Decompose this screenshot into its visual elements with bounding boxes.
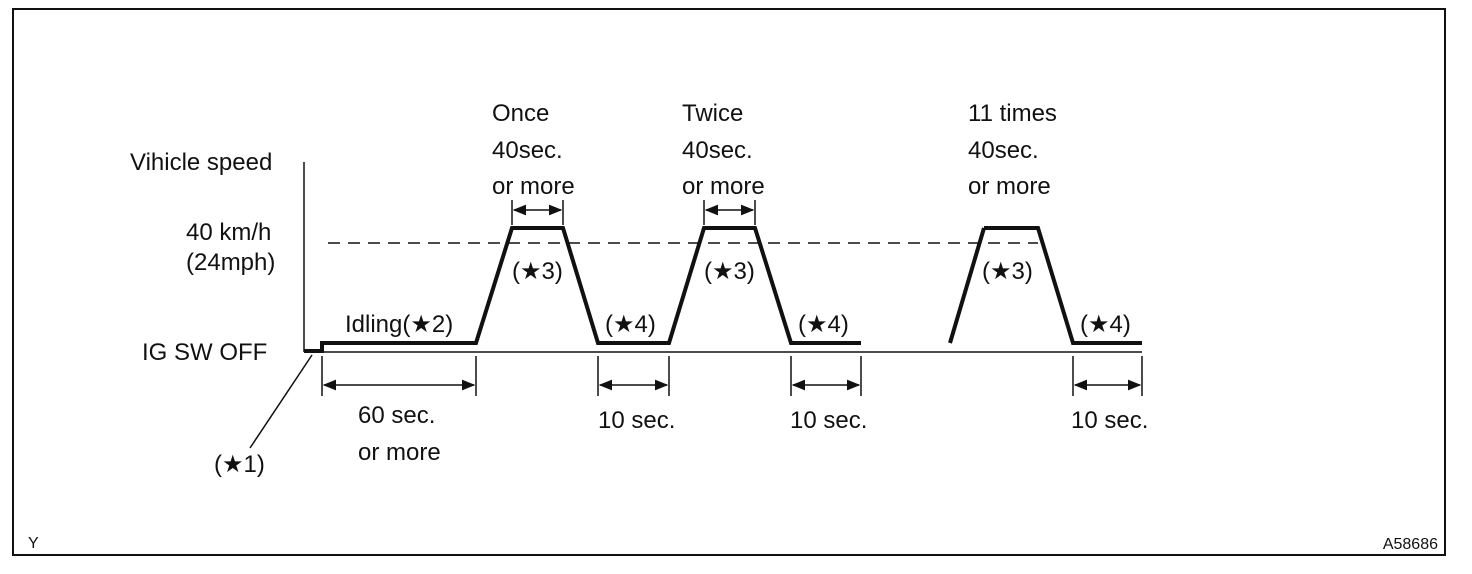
corner-label-left: Y — [28, 535, 39, 552]
cycle1-drive-marker: (★3) — [512, 258, 563, 285]
idle-duration-line1: 60 sec. — [358, 402, 435, 429]
cycle2-duration-line1: 40sec. — [682, 137, 753, 164]
idling-label: Idling(★2) — [345, 311, 453, 338]
figure-code: A58686 — [1383, 536, 1438, 553]
speed-profile-line-last — [984, 226, 1142, 345]
speed-label-line1: 40 km/h — [186, 219, 271, 246]
cycle3-count: 11 times — [968, 100, 1057, 127]
cycle2-rest-marker: (★4) — [798, 311, 849, 338]
cycle1-rest-marker: (★4) — [605, 311, 656, 338]
y-axis-label: Vihicle speed — [130, 149, 272, 176]
cycle3-rest-marker: (★4) — [1080, 311, 1131, 338]
cycle2-duration-line2: or more — [682, 173, 765, 200]
cycle1-duration-line2: or more — [492, 173, 575, 200]
cycle3-drive-marker: (★3) — [982, 258, 1033, 285]
diagram-frame — [12, 8, 1446, 556]
cycle2-count: Twice — [682, 100, 743, 127]
idle-duration-line2: or more — [358, 439, 441, 466]
star1-label: (★1) — [214, 451, 265, 478]
cycle1-count: Once — [492, 100, 549, 127]
cycle2-rest-duration: 10 sec. — [790, 407, 867, 434]
cycle3-rest-duration: 10 sec. — [1071, 407, 1148, 434]
cycle1-duration-line1: 40sec. — [492, 137, 563, 164]
cycle1-rest-duration: 10 sec. — [598, 407, 675, 434]
cycle3-duration-line2: or more — [968, 173, 1051, 200]
baseline-label: IG SW OFF — [142, 339, 267, 366]
cycle2-drive-marker: (★3) — [704, 258, 755, 285]
speed-profile-line — [304, 226, 861, 353]
speed-label-line2: (24mph) — [186, 249, 275, 276]
cycle3-duration-line1: 40sec. — [968, 137, 1039, 164]
star1-leader-line — [249, 354, 313, 449]
speed-profile-gap-start — [948, 227, 986, 344]
